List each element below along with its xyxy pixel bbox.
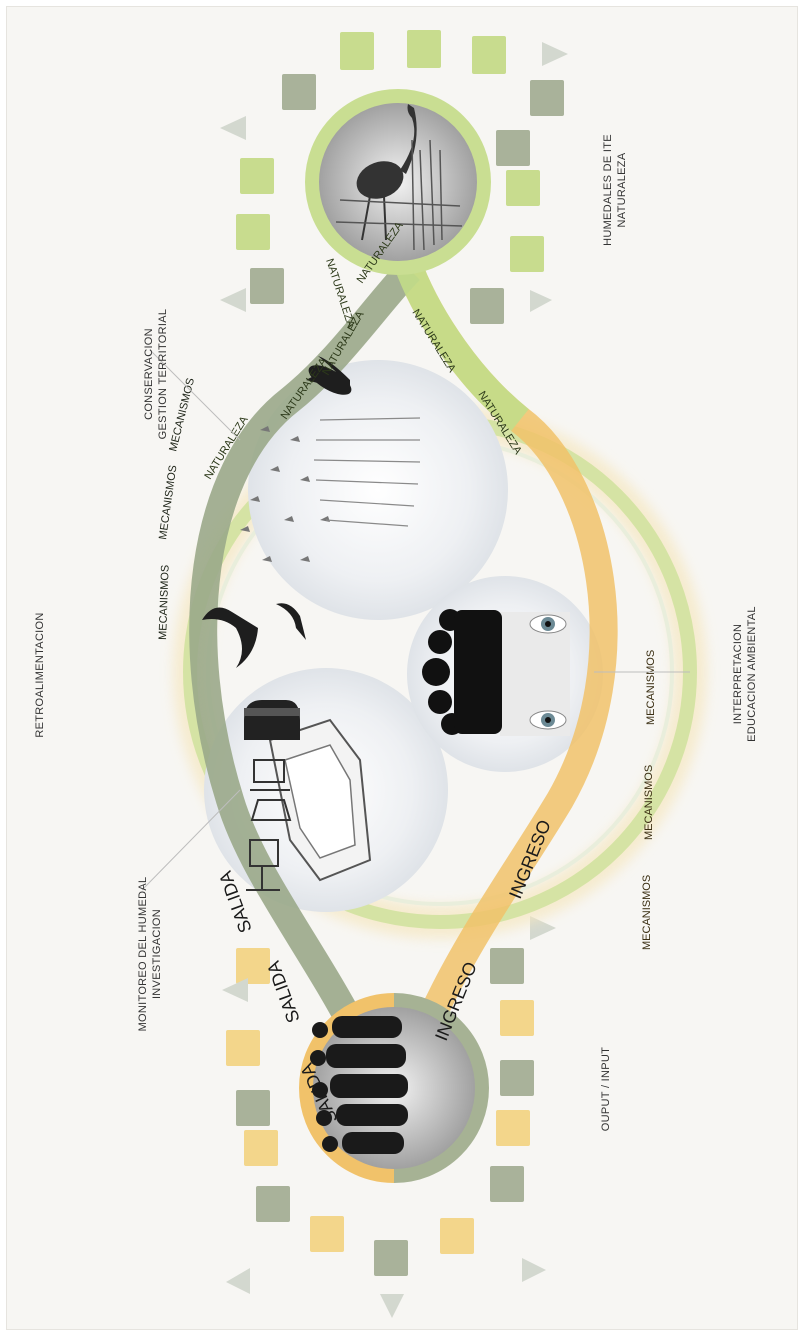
gray-band <box>189 260 421 1144</box>
conservacion-label: CONSERVACION GESTION TERRITORIAL <box>143 308 169 440</box>
top-circle-rays <box>220 30 568 324</box>
birds-bubble <box>248 360 508 620</box>
monitoreo-label: MONITOREO DEL HUMEDAL INVESTIGACION <box>137 876 163 1032</box>
mecanismos-word-1: MECANISMOS <box>157 565 172 641</box>
laboratory-icon <box>244 700 372 891</box>
ouput-input-label: OUPUT / INPUT <box>600 1046 612 1132</box>
people-silhouettes-icon <box>310 1016 408 1154</box>
mecanismos-word-6: MECANISMOS <box>645 650 657 725</box>
mecanismos-word-3: MECANISMOS <box>167 377 197 453</box>
salida-word-2: SALIDA <box>263 958 304 1025</box>
mecanismos-word-2: MECANISMOS <box>157 464 179 540</box>
mecanismos-word-4: MECANISMOS <box>641 875 653 950</box>
heron-wetland-icon <box>335 104 463 251</box>
audience-eyes-icon <box>422 609 570 736</box>
mecanismos-word-5: MECANISMOS <box>643 765 655 840</box>
bottom-circle-rays <box>222 916 556 1318</box>
retroalimentacion-label: RETROALIMENTACION <box>34 612 46 738</box>
wetland-birds-icon <box>202 356 421 668</box>
interpretacion-label: INTERPRETACION EDUCACION AMBIENTAL <box>732 606 758 742</box>
pointer-lines <box>141 349 690 891</box>
humedales-label: HUMEDALES DE ITE NATURALEZA <box>602 134 628 246</box>
